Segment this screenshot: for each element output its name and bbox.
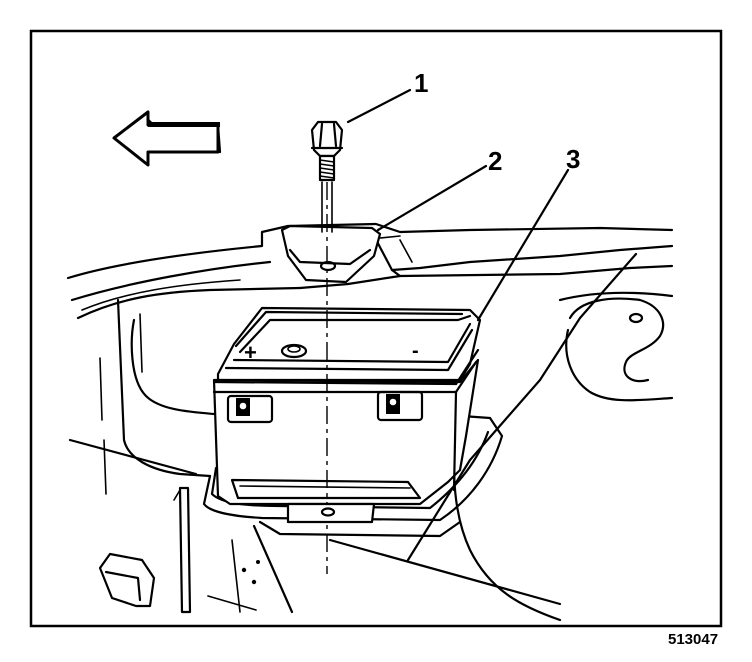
- vehicle-body-structure: [66, 222, 674, 622]
- diagram-frame: [29, 29, 723, 628]
- battery-handle-left: [226, 394, 274, 424]
- callout-1: 1: [414, 68, 428, 98]
- battery-terminal-cap: [280, 343, 308, 359]
- leader-line-3: [476, 168, 570, 322]
- left-arrow-icon: [112, 110, 222, 167]
- battery-handle-right: [376, 390, 424, 422]
- leader-line-1: [346, 88, 412, 124]
- tray-bolt-boss: [286, 502, 376, 524]
- figure-id: 513047: [668, 631, 718, 648]
- battery-negative-terminal-label: -: [412, 340, 419, 362]
- callout-3: 3: [566, 144, 580, 174]
- battery: + -: [212, 306, 482, 506]
- callout-2: 2: [488, 146, 502, 176]
- hold-down-retainer: [280, 224, 382, 284]
- battery-positive-terminal-label: +: [244, 340, 257, 365]
- leader-line-2: [376, 164, 488, 232]
- hold-down-bolt: [310, 120, 344, 182]
